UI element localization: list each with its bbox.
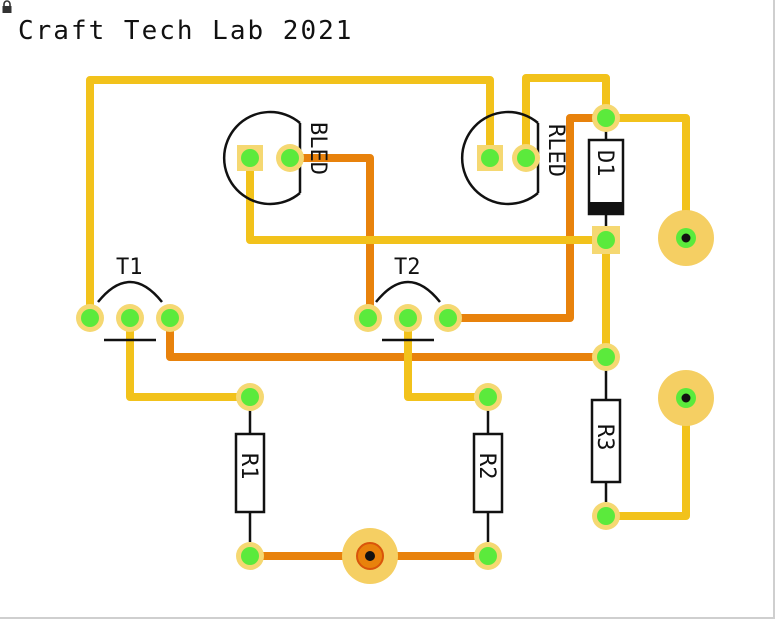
yellow-traces <box>86 74 690 520</box>
pad-t1-2 <box>116 304 144 332</box>
label-rled: RLED <box>543 124 568 177</box>
pad-t2-3 <box>434 304 462 332</box>
label-d1: D1 <box>592 150 617 177</box>
pad-bled-2 <box>276 144 304 172</box>
pad-rled-square <box>477 145 503 171</box>
trace-t1-top-loop <box>86 76 494 322</box>
round-pads[interactable] <box>76 104 620 570</box>
trace-t1-to-r3 <box>166 314 610 361</box>
pad-r1-bottom <box>236 542 264 570</box>
label-r3: R3 <box>592 424 617 451</box>
label-bled: BLED <box>305 122 330 175</box>
pad-r3-bottom <box>592 502 620 530</box>
pad-t1-3 <box>156 304 184 332</box>
trace-bled-to-t2 <box>286 154 374 322</box>
t1-outline <box>97 280 163 342</box>
square-pads[interactable] <box>237 145 620 254</box>
trace-bled-to-d1 <box>246 154 610 244</box>
pad-rled-2 <box>512 144 540 172</box>
lock-icon <box>2 0 12 13</box>
label-r1: R1 <box>236 453 261 480</box>
pad-r1-top <box>236 383 264 411</box>
d1-outline <box>587 130 625 226</box>
trace-t1-to-r1 <box>126 314 254 401</box>
label-t2: T2 <box>394 255 421 280</box>
pad-d1-1 <box>592 104 620 132</box>
pad-bled-square <box>237 145 263 171</box>
mount-pad-top-right[interactable] <box>658 210 714 266</box>
mount-pad-mid-right[interactable] <box>658 370 714 426</box>
mount-pad-bottom-center[interactable] <box>342 528 398 584</box>
pad-t2-2 <box>394 304 422 332</box>
r3-outline <box>590 370 622 502</box>
label-r2: R2 <box>474 453 499 480</box>
trace-t2-to-r2 <box>404 314 492 401</box>
trace-r3-to-mount <box>602 394 690 520</box>
page-title: Craft Tech Lab 2021 <box>18 16 354 46</box>
label-t1: T1 <box>116 255 143 280</box>
pad-t1-1 <box>76 304 104 332</box>
trace-d1-to-mount <box>602 114 690 242</box>
trace-rled-to-d1 <box>522 74 610 162</box>
pad-r2-top <box>474 383 502 411</box>
pad-t2-1 <box>354 304 382 332</box>
pad-r2-bottom <box>474 542 502 570</box>
t2-outline <box>375 280 441 342</box>
pad-r3-top <box>592 343 620 371</box>
trace-t2-to-d1 <box>444 114 609 322</box>
r2-outline <box>472 410 504 542</box>
pad-d1-square <box>592 226 620 254</box>
r1-outline <box>234 410 266 542</box>
